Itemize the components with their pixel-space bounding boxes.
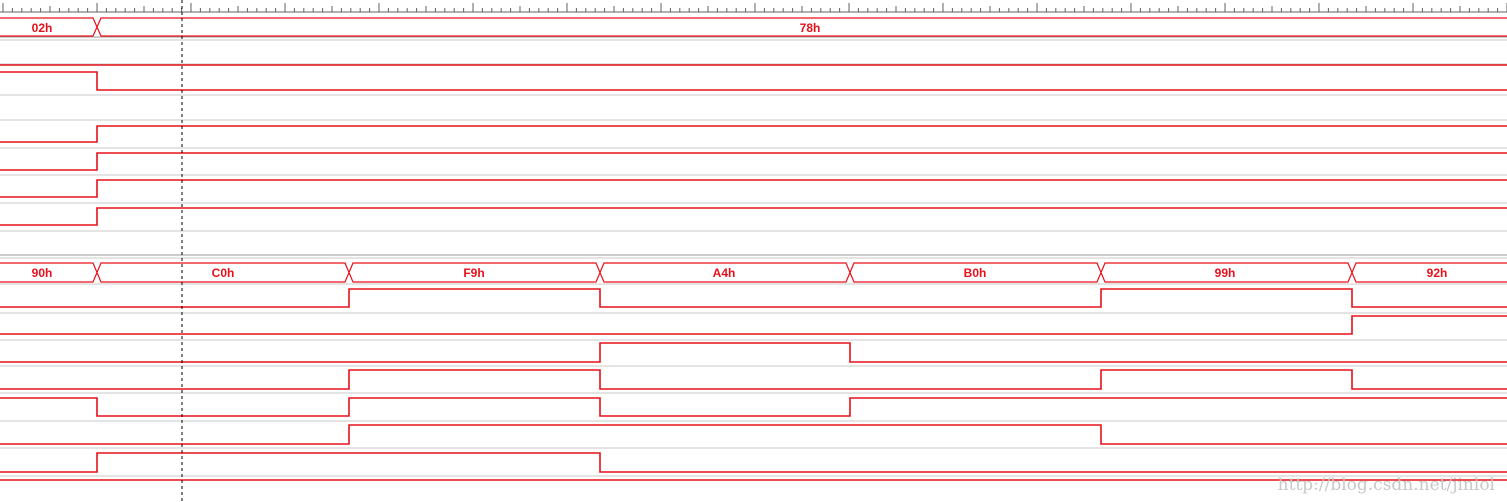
bus-data-value: B0h — [964, 266, 987, 280]
bus-top-value: 02h — [32, 21, 53, 35]
bus-top-waveform[interactable]: 02h 78h — [0, 17, 1507, 37]
signal-waveform — [0, 125, 1507, 143]
signal-waveform — [0, 369, 1507, 390]
bus-data-value: 92h — [1427, 266, 1448, 280]
signal-waveforms — [0, 64, 1507, 481]
bus-data-value: A4h — [713, 266, 736, 280]
signal-waveform — [0, 207, 1507, 226]
signal-waveform — [0, 288, 1507, 308]
watermark-text: http://blog.csdn.net/jinlol — [1278, 475, 1495, 495]
bus-top-value: 78h — [800, 21, 821, 35]
signal-waveform — [0, 397, 1507, 417]
signal-waveform — [0, 71, 1507, 91]
bus-data-value: 90h — [32, 266, 53, 280]
bus-data-value: C0h — [212, 266, 235, 280]
signal-waveform — [0, 179, 1507, 198]
bus-data-value: F9h — [463, 266, 484, 280]
bus-data-waveform[interactable]: 90h C0h F9h A4h B0h 99h 92h — [0, 262, 1507, 283]
signal-waveform — [0, 315, 1507, 335]
signal-waveform — [0, 424, 1507, 445]
signal-waveform — [0, 152, 1507, 171]
time-ruler[interactable] — [0, 3, 1507, 13]
signal-waveform — [0, 452, 1507, 473]
signal-waveform — [0, 342, 1507, 363]
bus-data-value: 99h — [1215, 266, 1236, 280]
row-separators — [0, 36, 1507, 477]
